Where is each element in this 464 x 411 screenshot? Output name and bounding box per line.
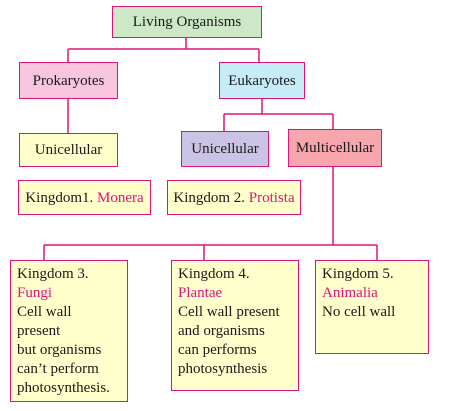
kingdom-monera-text: Kingdom1. Monera [25,189,143,207]
eukaryotes-box: Eukaryotes [219,62,305,99]
kingdom-plantae-name: Plantae [178,285,223,301]
kingdom-monera-name: Monera [97,189,144,206]
kingdom-plantae-line: can performs [178,342,257,358]
kingdom-protista-text: Kingdom 2. Protista [173,189,294,207]
kingdom-animalia-title: Kingdom 5. [322,266,394,282]
kingdom-plantae-line: photosynthesis [178,361,268,377]
multicellular-label: Multicellular [295,140,375,156]
prokaryotes-label: Prokaryotes [32,72,105,89]
kingdom-fungi-name: Fungi [17,285,53,301]
living-organisms-label: Living Organisms [132,14,242,30]
kingdom-protista-prefix: Kingdom 2. [173,189,249,206]
kingdom-monera-box: Kingdom1. Monera [18,180,151,215]
prokaryote-unicellular-label: Unicellular [34,142,103,158]
kingdom-animalia-name: Animalia [322,285,378,301]
kingdom-protista-box: Kingdom 2. Protista [167,180,301,215]
kingdom-fungi-line: Cell wall [17,304,72,320]
kingdom-fungi-line: photosynthesis. [17,380,110,396]
kingdom-fungi-line: can’t perform [17,361,99,377]
multicellular-box: Multicellular [288,129,382,167]
eukaryote-unicellular-label: Unicellular [191,141,259,157]
kingdom-plantae-title: Kingdom 4. [178,266,250,282]
kingdom-animalia-line: No cell wall [322,304,396,320]
kingdom-animalia-box: Kingdom 5. Animalia No cell wall [315,260,429,354]
eukaryotes-label: Eukaryotes [228,72,296,89]
kingdom-plantae-line: and organisms [178,323,265,339]
kingdom-monera-prefix: Kingdom1. [25,189,97,206]
kingdom-fungi-line: but organisms [17,342,102,358]
kingdom-fungi-box: Kingdom 3. Fungi Cell wall present but o… [10,260,128,402]
prokaryotes-box: Prokaryotes [19,62,118,99]
kingdom-fungi-line: present [17,323,61,339]
living-organisms-box: Living Organisms [112,6,262,38]
prokaryote-unicellular-box: Unicellular [19,133,118,167]
kingdom-plantae-box: Kingdom 4. Plantae Cell wall present and… [171,260,299,391]
eukaryote-unicellular-box: Unicellular [181,131,269,167]
kingdom-protista-name: Protista [248,189,295,206]
kingdom-plantae-line: Cell wall present [178,304,280,320]
kingdom-fungi-title: Kingdom 3. [17,266,89,282]
